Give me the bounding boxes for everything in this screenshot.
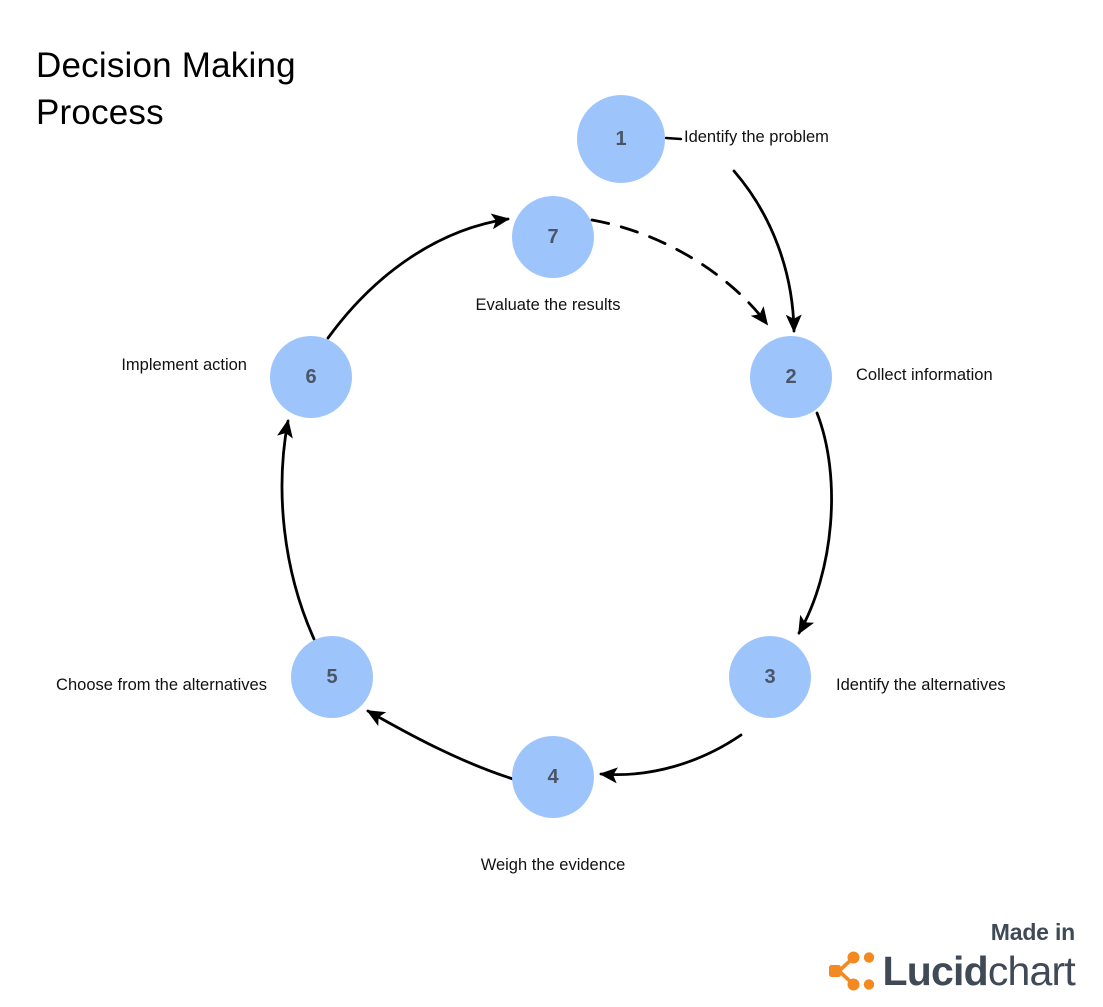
edge-7-to-2-dashed bbox=[590, 218, 769, 326]
edge-2-to-3 bbox=[797, 411, 833, 635]
node-7-number: 7 bbox=[547, 226, 559, 248]
edge-4-to-5 bbox=[366, 709, 515, 781]
node-7[interactable]: 7 bbox=[512, 196, 594, 278]
edge-leader-node-1 bbox=[664, 136, 683, 141]
node-2[interactable]: 2 bbox=[750, 336, 832, 418]
node-3-label: Identify the alternatives bbox=[836, 676, 1006, 694]
lucidchart-logo-icon bbox=[828, 951, 874, 991]
node-3-number: 3 bbox=[764, 666, 776, 688]
node-4[interactable]: 4 bbox=[512, 736, 594, 818]
lucidchart-logo: Lucidchart bbox=[828, 947, 1076, 994]
node-5-number: 5 bbox=[326, 666, 338, 688]
node-4-label: Weigh the evidence bbox=[480, 856, 626, 874]
node-6[interactable]: 6 bbox=[270, 336, 352, 418]
node-5[interactable]: 5 bbox=[291, 636, 373, 718]
made-in-text: Made in bbox=[990, 918, 1075, 945]
node-2-number: 2 bbox=[785, 366, 797, 388]
wordmark-chart: chart bbox=[987, 947, 1076, 994]
node-6-number: 6 bbox=[305, 366, 317, 388]
node-1[interactable]: 1 bbox=[577, 95, 665, 183]
node-4-number: 4 bbox=[547, 766, 559, 788]
node-2-label: Collect information bbox=[856, 366, 993, 384]
node-5-label: Choose from the alternatives bbox=[56, 676, 267, 694]
edge-3-to-4 bbox=[599, 733, 743, 784]
edge-6-to-7 bbox=[326, 213, 510, 340]
edge-1-to-2 bbox=[732, 169, 802, 333]
page-title: Decision Making Process bbox=[36, 46, 296, 132]
edge-5-to-6 bbox=[277, 419, 316, 641]
node-6-label: Implement action bbox=[121, 356, 247, 374]
node-1-number: 1 bbox=[615, 128, 627, 150]
node-1-label: Identify the problem bbox=[684, 128, 829, 146]
node-7-label: Evaluate the results bbox=[475, 296, 621, 314]
wordmark-lucid: Lucid bbox=[882, 947, 989, 994]
node-3[interactable]: 3 bbox=[729, 636, 811, 718]
lucidchart-wordmark: Lucidchart bbox=[882, 947, 1076, 994]
lucidchart-watermark: Made in Lucidchart bbox=[828, 918, 1076, 994]
